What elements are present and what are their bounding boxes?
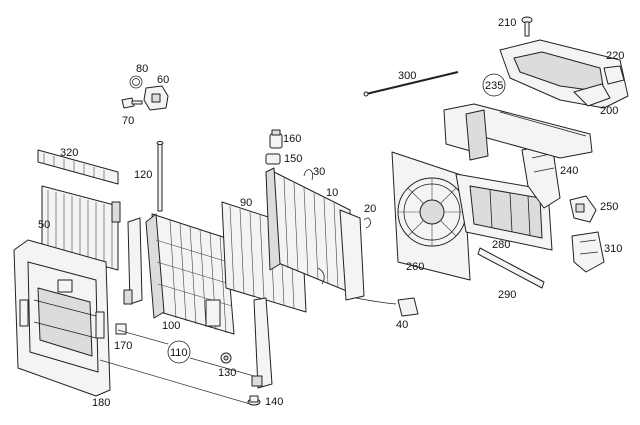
part-250-bracket[interactable] (569, 195, 597, 223)
part-60-housing[interactable] (143, 85, 169, 111)
label-20: 20 (364, 203, 376, 215)
label-60: 60 (157, 74, 169, 86)
label-100: 100 (162, 320, 180, 332)
part-280-duct[interactable] (455, 173, 553, 251)
label-120: 120 (134, 169, 152, 181)
label-70: 70 (122, 115, 134, 127)
label-180: 180 (92, 397, 110, 409)
label-280: 280 (492, 239, 510, 251)
part-220-cap[interactable] (603, 65, 625, 85)
label-170: 170 (114, 340, 132, 352)
label-260: 260 (406, 261, 424, 273)
label-40: 40 (396, 319, 408, 331)
part-130-plug[interactable] (220, 352, 232, 364)
part-310-bracket[interactable] (571, 231, 605, 273)
label-110: 110 (170, 347, 188, 359)
label-250: 250 (600, 201, 618, 213)
part-70-bolt[interactable] (121, 97, 143, 109)
part-80-oring[interactable] (129, 75, 143, 89)
part-140-bolt[interactable] (247, 395, 261, 406)
label-240: 240 (560, 165, 578, 177)
label-150: 150 (284, 153, 302, 165)
callout-110-leaders (99, 329, 255, 405)
part-300-rod[interactable] (363, 71, 459, 97)
label-210: 210 (498, 17, 516, 29)
part-150-clip[interactable] (265, 153, 281, 165)
part-260-fan-shroud[interactable] (391, 151, 471, 281)
label-300: 300 (398, 70, 416, 82)
label-310: 310 (604, 243, 622, 255)
part-10-radiator[interactable] (265, 167, 365, 301)
label-320: 320 (60, 147, 78, 159)
label-235: 235 (485, 80, 503, 92)
label-220: 220 (606, 50, 624, 62)
label-50: 50 (38, 219, 50, 231)
label-160: 160 (283, 133, 301, 145)
part-235-frame[interactable] (443, 103, 593, 161)
part-120-rod[interactable] (156, 141, 164, 212)
part-180-frame[interactable] (13, 239, 111, 397)
part-40-sensor[interactable] (355, 297, 419, 317)
label-200: 200 (600, 105, 618, 117)
label-290: 290 (498, 289, 516, 301)
part-200-seal[interactable] (573, 83, 611, 107)
part-170-bracket[interactable] (115, 323, 127, 335)
label-90: 90 (240, 197, 252, 209)
part-210-clip[interactable] (521, 16, 533, 37)
part-30-clip[interactable] (303, 169, 314, 181)
part-290-strip[interactable] (477, 247, 545, 289)
part-100-radiator[interactable] (145, 213, 241, 335)
part-side-bracket[interactable] (251, 297, 273, 389)
part-20-clip[interactable] (363, 217, 371, 229)
part-160-cap[interactable] (269, 129, 283, 149)
callout-235-ring (482, 73, 506, 97)
label-140: 140 (265, 396, 283, 408)
label-30: 30 (313, 166, 325, 178)
label-130: 130 (218, 367, 236, 379)
part-left-tank[interactable] (123, 217, 143, 305)
callout-110-ring (167, 340, 191, 364)
part-320-strip[interactable] (37, 149, 119, 185)
label-80: 80 (136, 63, 148, 75)
label-10: 10 (326, 187, 338, 199)
